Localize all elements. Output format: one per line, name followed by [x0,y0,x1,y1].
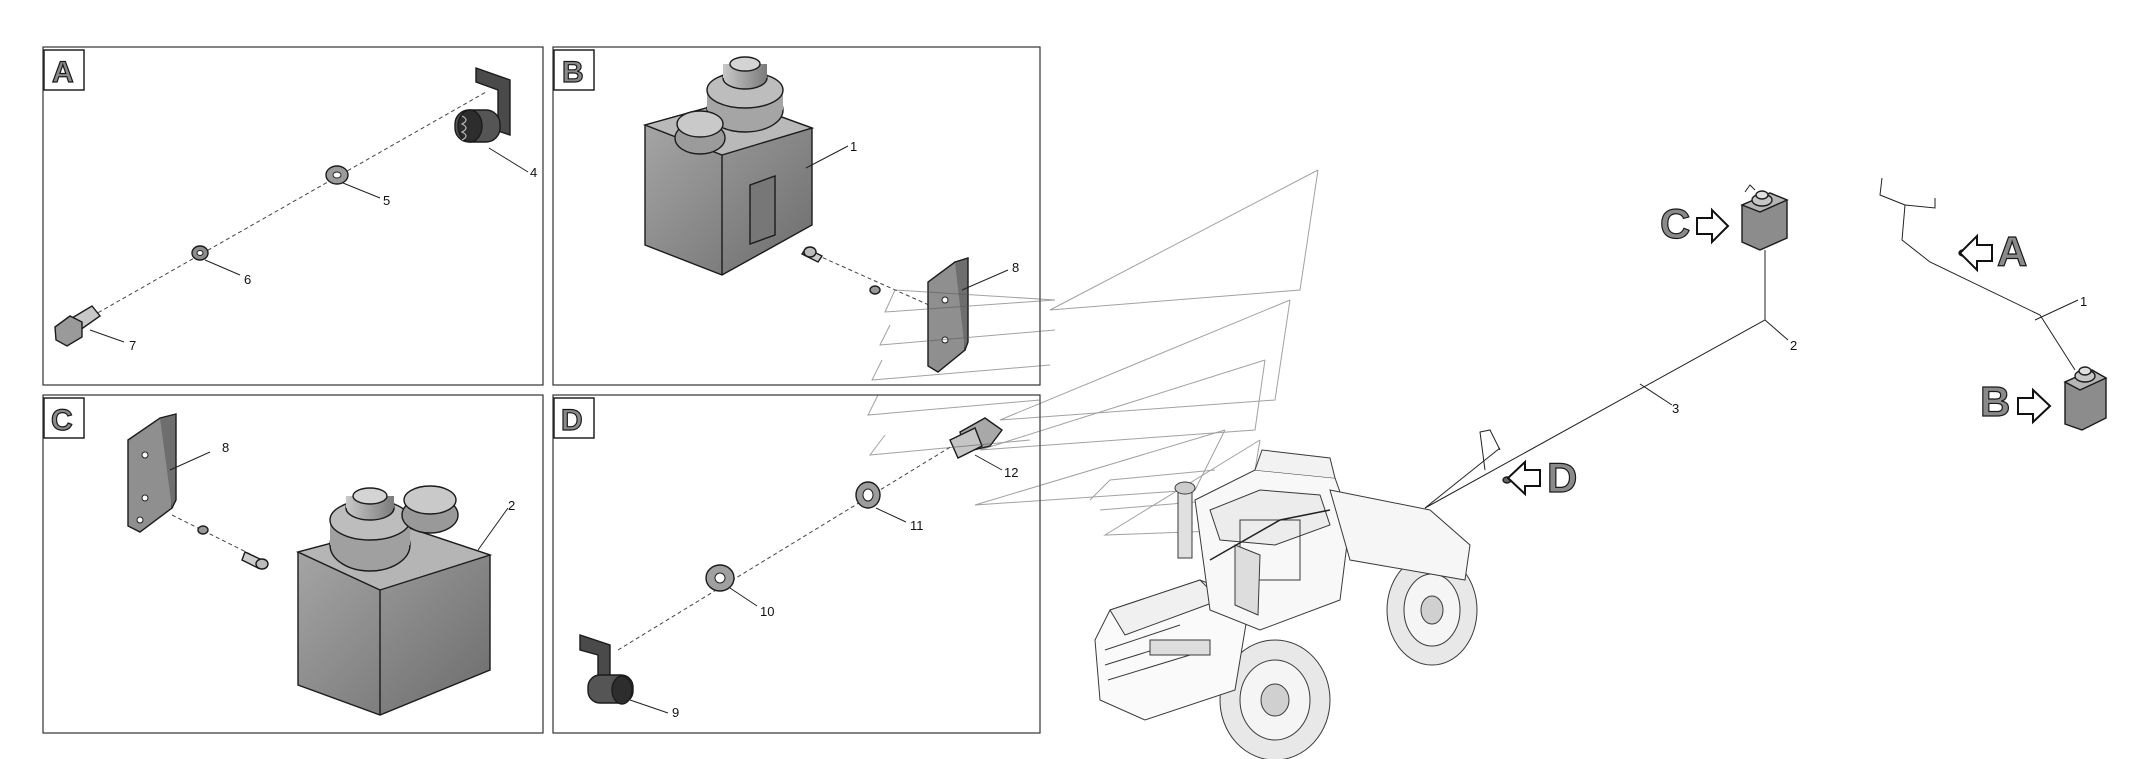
part-4-spring-clip [454,67,511,143]
view-marker-b-letter: B [1980,378,2010,425]
panel-a-assembly-axis [79,91,487,324]
callout-8-panel-b: 8 [1012,260,1019,275]
part-10-washer [705,564,735,592]
part-1-reservoir-tank [642,56,815,276]
arrow-right-icon [1696,207,1730,245]
part-6-nut [191,245,209,261]
panel-a: A 4 5 6 7 [42,46,544,386]
panel-b: B 1 8 [552,46,1041,386]
part-bolt-small-b [800,246,824,263]
callout-12: 12 [1004,465,1018,480]
callout-1-panel-b: 1 [850,139,857,154]
tank-view-c [1740,184,1789,251]
panel-a-letter: A [52,56,74,89]
panel-a-label-box [43,49,85,91]
callout-10: 10 [760,604,774,619]
callout-6: 6 [244,272,251,287]
callout-5: 5 [383,193,390,208]
part-bolt-small-c [241,551,269,570]
panel-c-label-box [43,397,85,439]
callout-9: 9 [672,705,679,720]
view-marker-b: B [1979,377,2052,426]
part-5-washer [325,165,349,185]
view-marker-d-letter: D [1547,454,1577,501]
callout-4: 4 [530,165,537,180]
callout-2-panel-c: 2 [508,498,515,513]
panel-c: C 8 2 [42,394,544,734]
view-marker-c-letter: C [1660,200,1690,247]
panel-b-label-box [553,49,595,91]
panel-d-letter: D [561,404,583,437]
part-7-bolt [54,305,102,347]
part-nut-small-c [197,525,209,535]
callout-8-panel-c: 8 [222,440,229,455]
panel-c-assembly-axis [171,514,263,561]
part-nut-small-b [869,285,881,295]
part-2-reservoir-tank [295,485,493,716]
part-12-bolt [949,417,1003,459]
tank-view-b [2063,366,2108,431]
arrow-left-icon [1506,459,1541,497]
view-marker-a: A [1958,227,2028,276]
callout-2-route: 2 [1790,338,1797,353]
view-marker-d: D [1506,453,1578,502]
view-marker-c: C [1659,199,1730,248]
washer-harness-route: 2 3 1 [1424,177,2108,509]
part-8-bracket-c [127,413,177,533]
part-11-washer [855,481,881,509]
tractor-illustration [1094,449,1478,759]
panel-b-letter: B [562,56,584,89]
callout-7: 7 [129,338,136,353]
panel-d-assembly-axis [617,431,976,651]
callout-3-route: 3 [1672,401,1679,416]
callout-11: 11 [910,518,924,533]
arrow-right-icon [2017,387,2052,425]
panel-d-label-box [553,397,595,439]
part-9-spring-clip [579,634,634,705]
part-8-bracket-b [927,257,969,373]
watermark-logo [867,169,1319,536]
arrow-left-icon [1958,233,1993,273]
panel-c-letter: C [51,404,73,437]
callout-1-route: 1 [2080,294,2087,309]
view-marker-a-letter: A [1997,228,2027,275]
